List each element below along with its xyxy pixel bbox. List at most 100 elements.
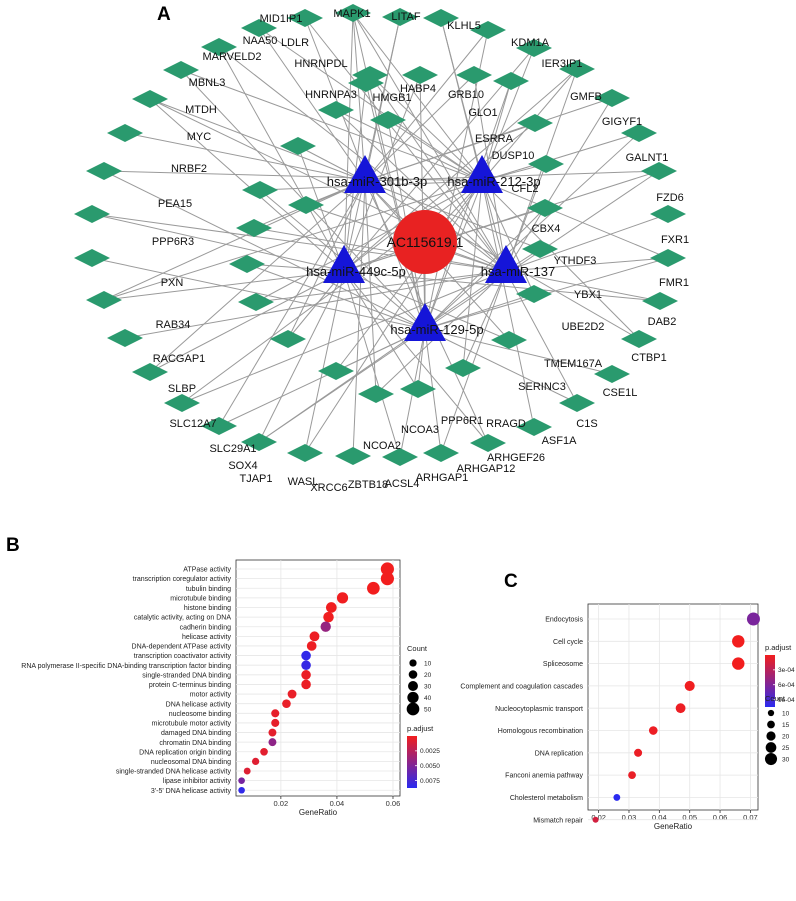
dot-5 — [323, 611, 334, 623]
size-legend-dot-0 — [767, 709, 775, 717]
category-label-3: Complement and coagulation cascades — [460, 684, 583, 691]
edge-gene-19-0 — [352, 180, 366, 457]
gene-node-serinc3 — [280, 137, 316, 155]
gene-label-glo1: GLO1 — [468, 107, 497, 119]
edge-gene-55-1 — [297, 145, 345, 272]
size-legend-dot-4 — [764, 752, 778, 766]
edge-gene-26-0 — [103, 180, 366, 301]
gene-node-cse1l — [594, 365, 630, 383]
mirna-label-hsa-mir-137: hsa-miR-137 — [481, 264, 555, 279]
edge-gene-10-0 — [481, 180, 669, 259]
gene-node-klhl5 — [423, 9, 459, 27]
dot-22 — [238, 777, 245, 784]
size-legend-label-1: 15 — [782, 722, 790, 729]
gene-node-rragd — [318, 101, 354, 119]
gene-node-kdm1a — [470, 21, 506, 39]
edge-gene-52-0 — [246, 263, 345, 272]
edge-gene-49-1 — [335, 180, 483, 372]
mirna-node-hsa-mir-301b-3p — [344, 155, 386, 193]
category-label-1: transcription coregulator activity — [133, 576, 232, 583]
gene-node-slc12a7 — [86, 291, 122, 309]
category-label-0: ATPase activity — [183, 567, 231, 574]
edge-gene-22-0 — [218, 180, 366, 427]
gene-label-rab34: RAB34 — [156, 319, 191, 331]
dot-21 — [243, 767, 251, 775]
mirna-label-hsa-mir-449c-5p: hsa-miR-449c-5p — [306, 264, 406, 279]
x-tick-label-0: 0.02 — [274, 799, 289, 808]
gene-node-zbtb18 — [287, 444, 323, 462]
color-legend-title: p.adjust — [407, 724, 434, 733]
dot-4 — [675, 703, 686, 714]
category-label-13: motor activity — [190, 692, 232, 699]
edge-gene-41-1 — [505, 163, 547, 272]
edge-gene-37-0 — [343, 74, 421, 272]
category-label-5: Homologous recombination — [498, 728, 583, 735]
x-axis-label: GeneRatio — [299, 808, 338, 817]
category-label-4: Nucleocytoplasmic transport — [495, 706, 583, 713]
size-legend-label-0: 10 — [782, 711, 790, 718]
gene-node-glo1 — [445, 359, 481, 377]
gene-node-ppp6r1 — [348, 74, 384, 92]
edge-gene-45-1 — [343, 270, 510, 341]
edge-gene-31-0 — [149, 98, 366, 182]
mirna-label-hsa-mir-212-3p: hsa-miR-212-3p — [447, 174, 540, 189]
size-legend-label-3: 40 — [424, 695, 432, 702]
gene-label-kdm1a: KDM1A — [511, 37, 550, 49]
gene-label-slc29a1: SLC29A1 — [209, 443, 256, 455]
size-legend-dot-1 — [767, 720, 775, 729]
edge-gene-38-1 — [364, 74, 475, 182]
gene-label-mid1ip1: MID1IP1 — [260, 13, 303, 25]
edge-gene-31-1 — [149, 98, 345, 272]
edge-gene-44-0 — [424, 293, 535, 330]
mirna-node-hsa-mir-212-3p — [461, 155, 503, 193]
panel-label-a: A — [157, 4, 171, 25]
edge-gene-32-0 — [180, 69, 483, 182]
gene-node-fzd6 — [641, 162, 677, 180]
edge-gene-52-1 — [246, 263, 426, 330]
dot-0 — [746, 612, 760, 626]
edge-gene-26-1 — [103, 180, 483, 301]
gene-node-acsl4 — [335, 447, 371, 465]
edge-gene-14-0 — [505, 270, 578, 404]
gene-label-wasl: WASL — [288, 476, 319, 488]
gene-node-ctbp1 — [621, 330, 657, 348]
category-label-17: damaged DNA binding — [161, 730, 231, 737]
edge-gene-37-1 — [419, 74, 426, 330]
gene-node-xrcc6 — [241, 433, 277, 451]
plot-panel — [587, 603, 759, 811]
edge-gene-46-1 — [462, 270, 507, 369]
dot-13 — [287, 689, 297, 699]
gene-label-ldlr: LDLR — [281, 37, 309, 49]
size-legend-label-1: 20 — [424, 672, 432, 679]
category-label-0: Endocytosis — [545, 617, 583, 624]
dot-9 — [592, 816, 599, 823]
gene-label-acsl4: ACSL4 — [385, 478, 420, 490]
dot-3 — [684, 680, 695, 691]
x-tick-label-2: 0.06 — [386, 799, 401, 808]
edge-gene-47-0 — [343, 270, 419, 390]
dot-23 — [238, 786, 245, 794]
mirna-node-hsa-mir-449c-5p — [323, 245, 365, 283]
network-edges — [91, 12, 669, 458]
edge-gene-10-1 — [505, 257, 669, 272]
gene-label-tjap1: TJAP1 — [239, 473, 272, 485]
color-legend-label-0: 0.0025 — [420, 748, 440, 755]
gene-node-habp4 — [516, 285, 552, 303]
category-label-10: RNA polymerase II-specific DNA-binding t… — [21, 663, 231, 670]
panel-label-c: C — [504, 571, 518, 592]
size-legend-dot-2 — [408, 681, 418, 691]
edge-gene-51-0 — [255, 180, 483, 303]
gene-node-fmr1 — [650, 249, 686, 267]
edge-gene-33-0 — [218, 46, 345, 272]
dot-17 — [268, 728, 277, 737]
edge-gene-34-1 — [258, 27, 483, 182]
category-label-14: DNA helicase activity — [166, 701, 232, 708]
gene-label-nrbf2: NRBF2 — [171, 163, 207, 175]
edge-gene-28-0 — [91, 213, 345, 272]
dot-7 — [628, 771, 636, 779]
mirna-node-hsa-mir-137 — [485, 245, 527, 283]
gene-node-ier3ip1 — [516, 39, 552, 57]
category-label-2: tubulin binding — [186, 586, 231, 593]
gene-label-arhgap1: ARHGAP1 — [416, 472, 469, 484]
gene-node-slc29a1 — [107, 329, 143, 347]
